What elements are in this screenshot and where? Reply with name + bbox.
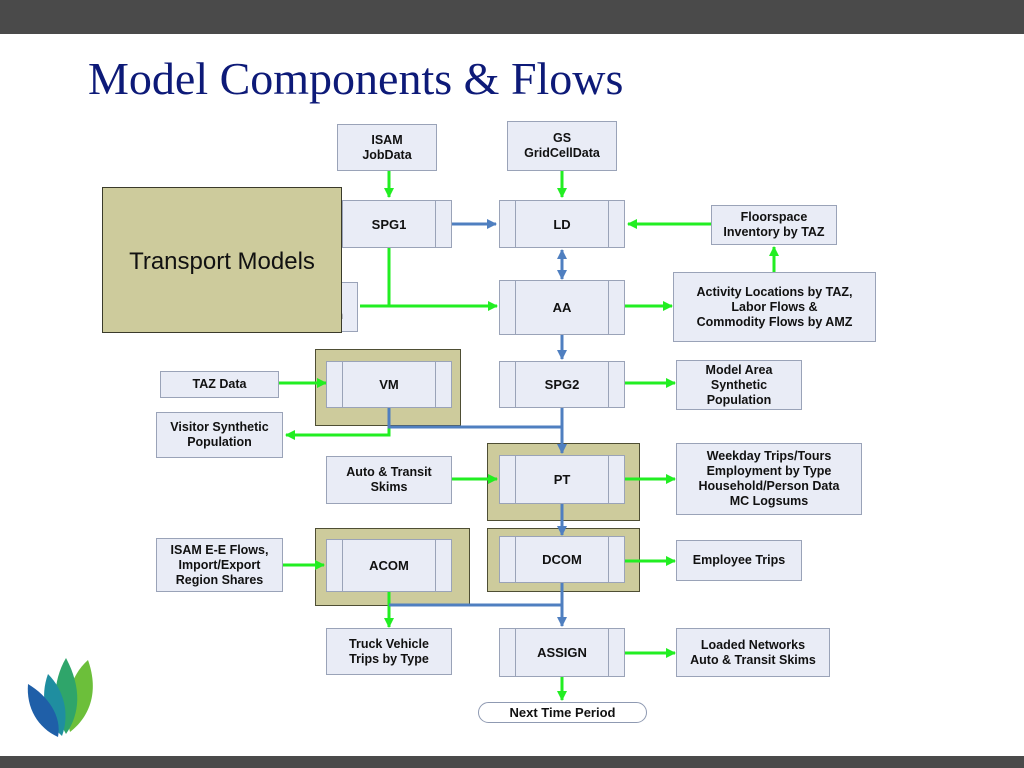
acom-process: ACOM	[326, 539, 452, 592]
isam-jobdata-box: ISAM JobData	[337, 124, 437, 171]
employee-trips-box: Employee Trips	[676, 540, 802, 581]
vm-process: VM	[326, 361, 452, 408]
isam-ee-flows-box: ISAM E-E Flows, Import/Export Region Sha…	[156, 538, 283, 592]
top-bar	[0, 0, 1024, 34]
assign-process: ASSIGN	[499, 628, 625, 677]
slide-title: Model Components & Flows	[88, 53, 624, 104]
auto-transit-skims-box: Auto & Transit Skims	[326, 456, 452, 504]
truck-trips-box: Truck Vehicle Trips by Type	[326, 628, 452, 675]
aa-process: AA	[499, 280, 625, 335]
transport-models-label: Transport Models	[129, 248, 315, 275]
ld-process: LD	[499, 200, 625, 248]
leaf-logo-icon	[27, 658, 93, 737]
arrow-vm-to-pt	[387, 408, 562, 429]
model-area-population-box: Model Area Synthetic Population	[676, 360, 802, 410]
bottom-bar	[0, 756, 1024, 768]
gs-gridcelldata-box: GS GridCellData	[507, 121, 617, 171]
loaded-networks-box: Loaded Networks Auto & Transit Skims	[676, 628, 830, 677]
arrow-vm-to-visitor	[284, 408, 391, 441]
next-time-period: Next Time Period	[478, 702, 647, 723]
floorspace-box: Floorspace Inventory by TAZ	[711, 205, 837, 245]
spg2-process: SPG2	[499, 361, 625, 408]
pt-process: PT	[499, 455, 625, 504]
activity-locations-box: Activity Locations by TAZ, Labor Flows &…	[673, 272, 876, 342]
dcom-process: DCOM	[499, 536, 625, 583]
taz-data-box: TAZ Data	[160, 371, 279, 398]
arrow-spg1-to-aa	[387, 248, 499, 312]
weekday-trips-box: Weekday Trips/Tours Employment by Type H…	[676, 443, 862, 515]
transport-models-overlay: Transport Models	[102, 187, 342, 333]
spg1-process: SPG1	[326, 200, 452, 248]
visitor-population-box: Visitor Synthetic Population	[156, 412, 283, 458]
